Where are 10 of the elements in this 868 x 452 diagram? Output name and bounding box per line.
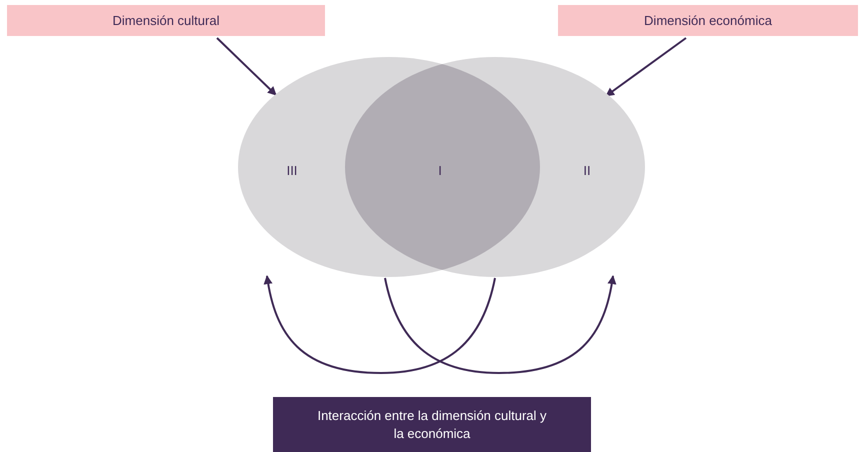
region-label: II — [582, 163, 592, 178]
region-label: I — [437, 163, 443, 178]
arrow — [384, 275, 616, 374]
arrow — [264, 275, 496, 374]
dimension-box: Dimensión cultural — [7, 5, 325, 36]
arrow — [605, 37, 687, 97]
arrow — [216, 37, 277, 96]
dimension-box: Dimensión económica — [558, 5, 858, 36]
interaction-box: Interacción entre la dimensión cultural y la económica — [273, 397, 591, 452]
region-label: III — [286, 163, 298, 178]
